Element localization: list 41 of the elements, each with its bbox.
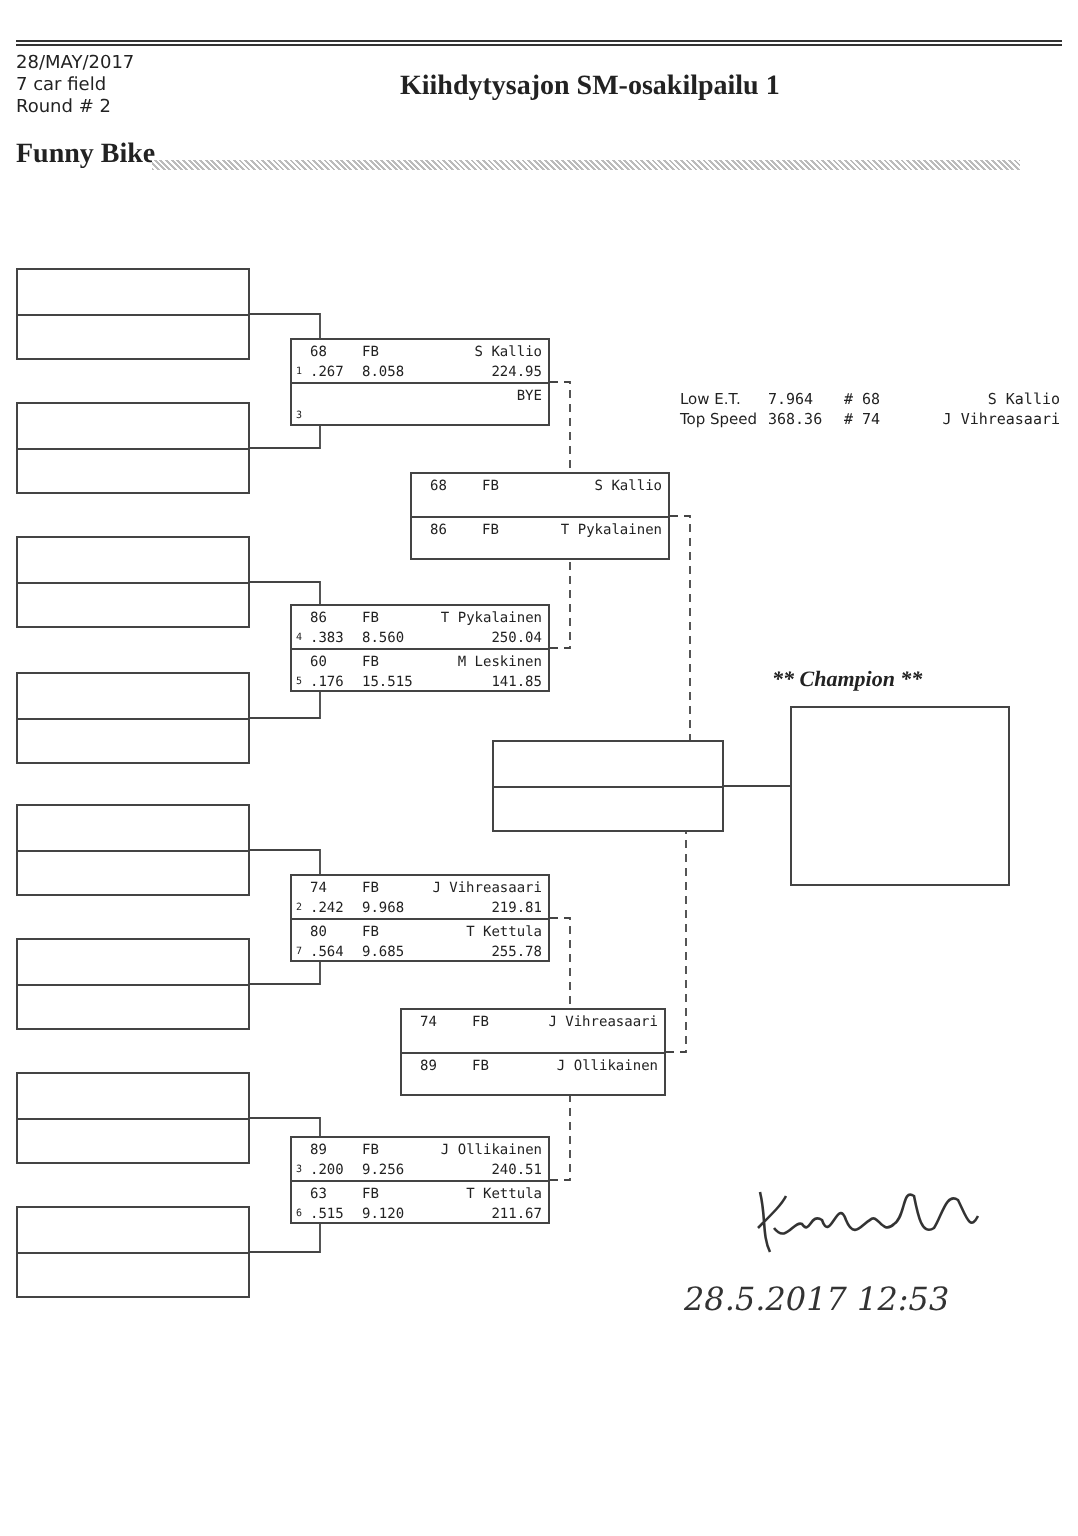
bracket-line	[665, 831, 687, 1053]
match-box	[290, 604, 550, 692]
lane-row	[292, 382, 548, 424]
empty-bracket-box	[492, 740, 724, 832]
empty-bracket-box	[16, 402, 250, 494]
handwritten-date: 28.5.2017 12:53	[684, 1280, 950, 1318]
match-box	[290, 1136, 550, 1224]
match-box	[290, 874, 550, 962]
lane-row	[292, 1180, 548, 1222]
match-box	[290, 338, 550, 426]
bracket-line	[249, 849, 321, 875]
page-title: Kiihdytysajon SM-osakilpailu 1	[400, 72, 780, 104]
empty-bracket-box	[16, 1072, 250, 1164]
match-box	[400, 1008, 666, 1096]
bracket-line	[549, 559, 571, 649]
match-box	[410, 472, 670, 560]
lane-row	[292, 648, 548, 690]
header-text: 28/MAY/2017	[16, 54, 135, 74]
bracket-line	[249, 961, 321, 985]
bracket-line	[549, 381, 571, 473]
bracket-line	[723, 785, 791, 787]
bracket-line	[249, 425, 321, 449]
empty-bracket-box	[16, 1206, 250, 1298]
empty-bracket-box	[16, 804, 250, 896]
empty-bracket-box	[16, 268, 250, 360]
header-text: 7 car field	[16, 76, 107, 96]
bracket-line	[249, 313, 321, 339]
empty-bracket-box	[16, 938, 250, 1030]
bracket-line	[669, 515, 691, 741]
bracket-line	[249, 581, 321, 605]
header-text: Round # 2	[16, 98, 111, 118]
bracket-line	[549, 1095, 571, 1181]
bracket-line	[549, 917, 571, 1009]
champion-heading: ** Champion **	[772, 668, 923, 692]
lane-row	[292, 918, 548, 960]
bracket-line	[249, 1223, 321, 1253]
bracket-line	[249, 1117, 321, 1137]
category-heading: Funny Bike	[16, 140, 156, 172]
empty-bracket-box	[16, 672, 250, 764]
empty-bracket-box	[16, 536, 250, 628]
bracket-line	[249, 691, 321, 719]
